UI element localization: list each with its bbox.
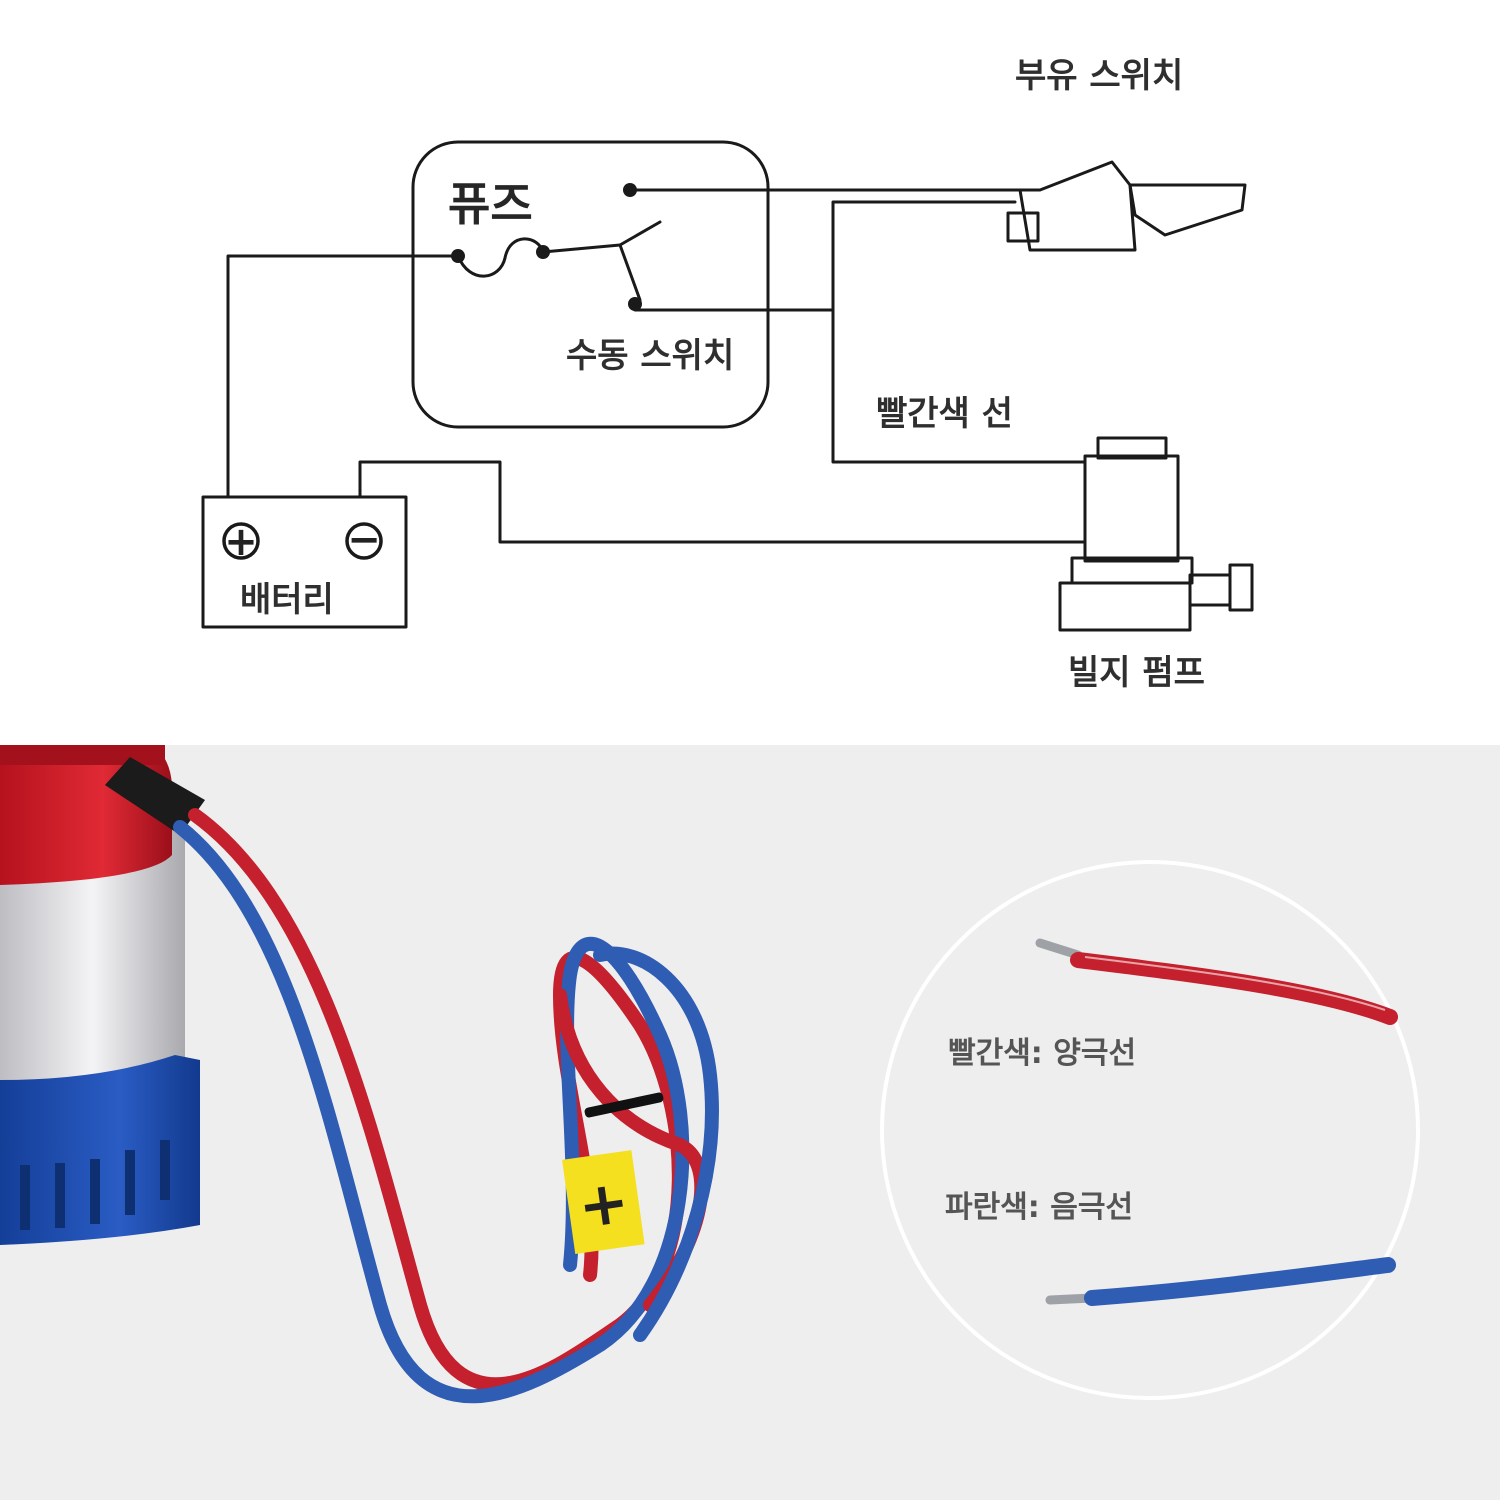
control-box: [411, 140, 770, 429]
fuse-to-switch-wire: [541, 243, 622, 254]
coiled-wires: [173, 808, 719, 1404]
wiring-diagram-svg: + −: [201, 140, 1254, 632]
polarity-tag-symbol: +: [574, 1166, 634, 1242]
product-photo-svg: +: [0, 745, 1420, 1404]
zip-tie: [584, 1092, 664, 1118]
battery-label: 배터리: [240, 580, 334, 620]
positive-terminal-label: +: [224, 519, 258, 565]
fuse-contact-right: [536, 245, 550, 259]
fuse-symbol: [456, 237, 545, 278]
blue-wire-legend: 파란색: 음극선: [945, 1190, 1134, 1225]
red-wire-legend: 빨간색: 양극선: [948, 1036, 1137, 1071]
blue-lead: [1045, 1257, 1396, 1306]
red-wire-label: 빨간색 선: [876, 394, 1013, 434]
negative-wire: [358, 460, 1087, 544]
blue-wire-loop: [593, 946, 719, 1342]
bilge-pump-icon: [1058, 436, 1254, 632]
product-photo: + 빨간색: 양극선 파란색: 음극선: [0, 745, 1500, 1500]
manual-switch-label: 수동 스위치: [566, 336, 735, 376]
float-switch-icon: [1006, 160, 1247, 252]
pump-body: [0, 745, 200, 1245]
cable-sleeve: [105, 757, 205, 835]
positive-terminal-icon: [222, 522, 260, 560]
fuse-contact-left: [451, 249, 465, 263]
positive-wire: [226, 254, 460, 499]
switch-contact-bottom: [628, 297, 642, 311]
wiring-diagram: + − 부유 스위치 퓨즈 수동 스위치 빨간색 선 배터리 빌지 펌프: [0, 0, 1500, 745]
wire-closeup-circle: [880, 860, 1420, 1400]
float-switch-label: 부유 스위치: [1015, 56, 1184, 96]
red-wire: [831, 200, 1087, 464]
polarity-tag: +: [562, 1150, 645, 1254]
switch-blade: [618, 220, 662, 247]
negative-terminal-label: −: [347, 517, 381, 563]
red-lead: [1035, 938, 1398, 1025]
fuse-label: 퓨즈: [448, 177, 533, 231]
negative-terminal-icon: [345, 522, 383, 560]
battery-box: [201, 495, 408, 629]
bilge-pump-label: 빌지 펌프: [1068, 653, 1205, 693]
blue-wire-coil: [173, 820, 690, 1404]
switch-contact-top: [623, 183, 637, 197]
switch-arm: [618, 243, 642, 302]
